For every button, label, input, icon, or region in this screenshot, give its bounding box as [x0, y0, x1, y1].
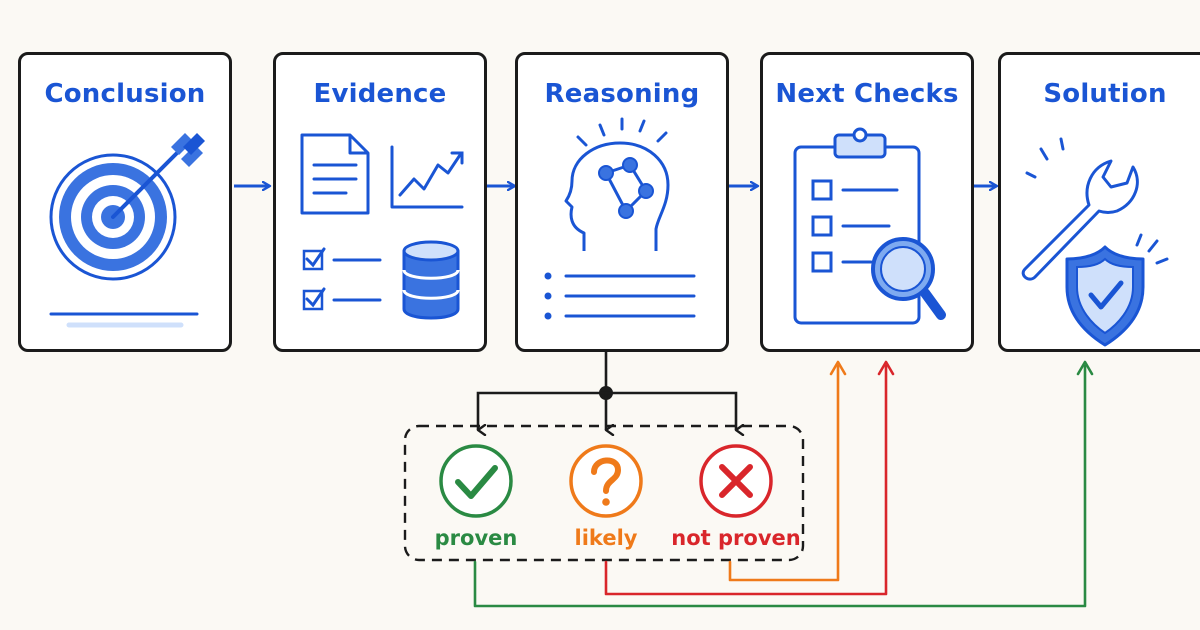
- outcome-label-proven: proven: [434, 526, 518, 550]
- line-chart-icon: [390, 145, 464, 209]
- step-card-next-checks: Next Checks: [760, 52, 974, 352]
- step-card-conclusion: Conclusion: [18, 52, 232, 352]
- step-card-solution: Solution: [998, 52, 1200, 352]
- likely-icon: [569, 444, 643, 518]
- brain-head-icon: [544, 117, 696, 320]
- step-title: Evidence: [313, 79, 447, 109]
- document-icon: [300, 133, 370, 215]
- checklist-icon: [302, 247, 382, 311]
- magnifier-icon: [871, 237, 946, 320]
- step-title: Solution: [1043, 79, 1167, 109]
- bullet-list-icon: [544, 272, 696, 320]
- step-card-reasoning: Reasoning: [515, 52, 729, 352]
- step-title: Conclusion: [44, 79, 206, 109]
- return-paths: [473, 360, 1094, 608]
- wrench-shield-icon: [1021, 137, 1169, 347]
- step-title: Next Checks: [775, 79, 959, 109]
- reasoning-branch: [476, 352, 736, 430]
- step-title: Reasoning: [544, 79, 700, 109]
- shield-check-icon: [1065, 245, 1145, 347]
- database-icon: [402, 240, 460, 320]
- not-proven-icon: [699, 444, 773, 518]
- clipboard-search-icon: [793, 127, 946, 325]
- outcome-group-box: [403, 424, 805, 562]
- target-icon: [49, 133, 205, 328]
- outcome-label-likely: likely: [574, 526, 638, 550]
- step-card-evidence: Evidence: [273, 52, 487, 352]
- outcome-label-not-proven: not proven: [671, 526, 801, 550]
- wrench-icon: [1021, 159, 1139, 281]
- proven-icon: [439, 444, 513, 518]
- evidence-icons: [300, 133, 464, 320]
